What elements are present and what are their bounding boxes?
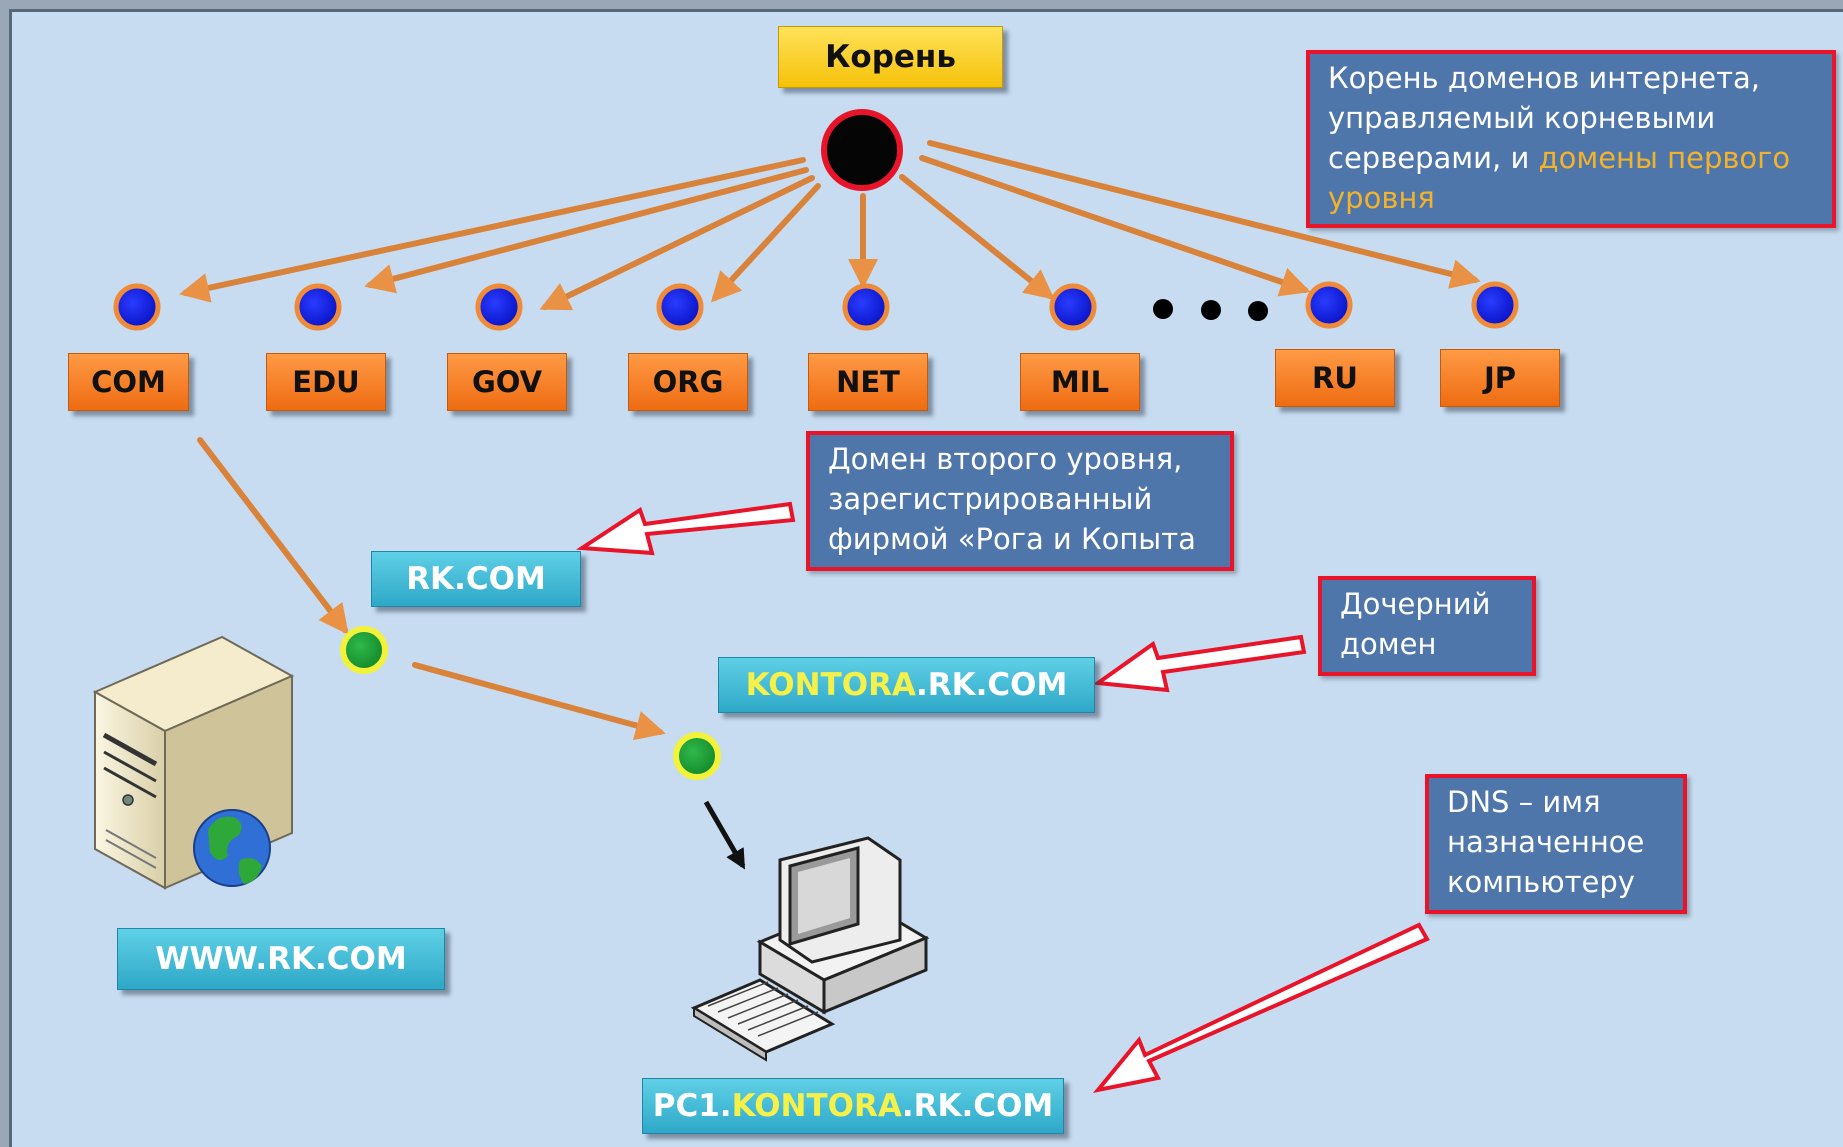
domain-www-rk-com: WWW.RK.COM xyxy=(117,928,445,990)
pc1-suffix: .RK.COM xyxy=(901,1088,1054,1124)
root-node xyxy=(821,109,903,191)
tld-gov: GOV xyxy=(447,353,567,411)
child-domain-note: Дочерний домен xyxy=(1318,576,1536,676)
callout-arrow-rk xyxy=(575,501,796,556)
kontora-suffix: .RK.COM xyxy=(915,667,1068,703)
root-label: Корень xyxy=(778,26,1003,88)
node-ru xyxy=(1305,281,1353,329)
arrow-root-edu xyxy=(364,167,809,294)
root-note-line-3: серверами, и домены первого xyxy=(1328,141,1791,175)
node-mil xyxy=(1049,283,1097,331)
ellipsis-dots xyxy=(1153,299,1268,321)
kontora-highlight: KONTORA xyxy=(745,667,916,703)
node-edu xyxy=(294,283,342,331)
second-level-note-line-3: фирмой «Рога и Копыта xyxy=(828,522,1196,556)
dns-name-note: DNS – имя назначенное компьютеру xyxy=(1425,774,1687,914)
server-with-globe-icon xyxy=(92,635,295,890)
arrow-root-gov xyxy=(539,175,815,311)
tld-edu: EDU xyxy=(266,353,386,411)
arrow-root-mil xyxy=(899,174,1055,300)
arrow-kontora-pc1 xyxy=(703,800,746,870)
dns-note-line-1: DNS – имя xyxy=(1447,785,1601,819)
root-note-line-4: уровня xyxy=(1328,181,1435,215)
subdomain-arrows xyxy=(197,437,666,741)
tld-net: NET xyxy=(808,353,928,411)
pc1-kontora-highlight: KONTORA xyxy=(731,1088,902,1124)
node-net xyxy=(842,283,890,331)
second-level-note: Домен второго уровня, зарегистрированный… xyxy=(806,431,1234,571)
root-note: Корень доменов интернета, управляемый ко… xyxy=(1306,50,1836,228)
tld-com: COM xyxy=(68,353,189,411)
tld-org: ORG xyxy=(628,353,748,411)
child-note-line-2: домен xyxy=(1340,627,1437,661)
root-note-line-1: Корень доменов интернета, xyxy=(1328,61,1761,95)
second-level-note-line-1: Домен второго уровня, xyxy=(828,442,1183,476)
domain-rk-com: RK.COM xyxy=(371,551,581,607)
domain-kontora-rk-com: KONTORA.RK.COM xyxy=(718,657,1095,713)
arrow-root-org xyxy=(710,183,821,303)
callout-arrow-kontora xyxy=(1092,634,1307,693)
root-to-tld-arrows xyxy=(179,140,1481,311)
arrow-com-rk xyxy=(197,437,349,635)
callout-arrow-pc1 xyxy=(1092,922,1430,1094)
second-level-note-line-2: зарегистрированный xyxy=(828,482,1153,516)
node-org xyxy=(656,283,704,331)
tld-mil: MIL xyxy=(1020,353,1140,411)
root-note-line-2: управляемый корневыми xyxy=(1328,101,1716,135)
first-level-highlight: домены первого xyxy=(1538,141,1791,175)
callout-arrows xyxy=(575,501,1430,1094)
desktop-computer-icon xyxy=(690,836,930,1062)
node-com xyxy=(113,283,161,331)
arrow-root-jp xyxy=(927,140,1481,289)
domain-pc1-kontora-rk-com: PC1.KONTORA.RK.COM xyxy=(642,1078,1064,1134)
node-rk xyxy=(340,626,388,674)
node-kontora xyxy=(673,732,721,780)
dns-note-line-3: компьютеру xyxy=(1447,865,1635,899)
arrow-root-com xyxy=(179,157,806,303)
dns-note-line-2: назначенное xyxy=(1447,825,1645,859)
arrow-root-ru xyxy=(919,155,1311,297)
tld-ru: RU xyxy=(1275,349,1395,407)
tld-nodes xyxy=(113,281,1519,331)
child-note-line-1: Дочерний xyxy=(1340,587,1491,621)
node-jp xyxy=(1471,281,1519,329)
arrow-rk-kontora xyxy=(412,662,666,741)
tld-jp: JP xyxy=(1440,349,1560,407)
node-gov xyxy=(475,283,523,331)
pc1-prefix: PC1. xyxy=(652,1088,732,1124)
